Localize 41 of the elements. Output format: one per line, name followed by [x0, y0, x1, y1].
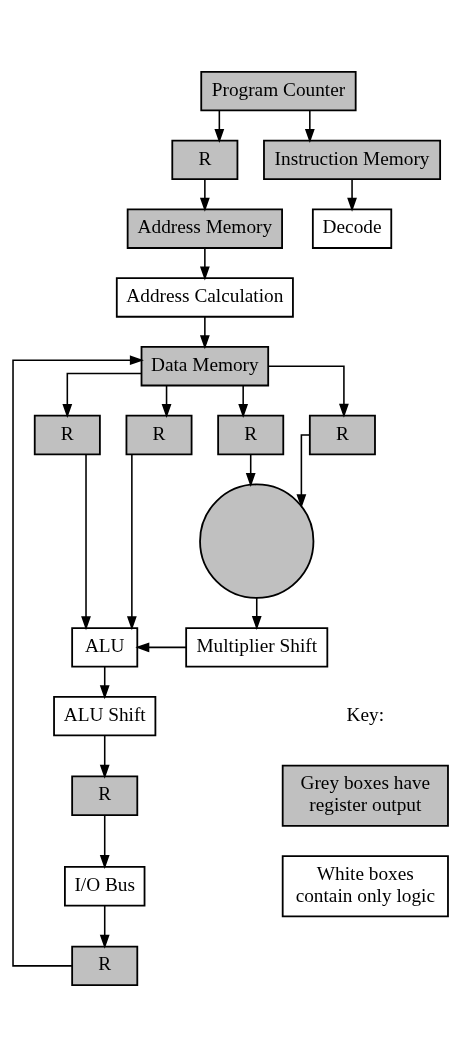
node-box: ALU: [71, 627, 139, 668]
arrow: [81, 453, 91, 631]
node-box: R: [217, 414, 285, 456]
arrow: [126, 453, 137, 631]
arrow: [347, 178, 357, 212]
arrow: [251, 597, 262, 630]
node-box: R: [71, 945, 139, 987]
arrow: [99, 666, 110, 700]
node-box: I/O Bus: [64, 866, 146, 907]
node-box: R: [125, 414, 193, 456]
node-box: ALU Shift: [53, 695, 157, 737]
node-box: Address Memory: [126, 208, 283, 249]
arrow: [245, 453, 256, 487]
label: Key:: [346, 703, 385, 725]
arrow: [296, 434, 311, 509]
node-box: R: [171, 139, 239, 181]
node-box: R: [308, 414, 376, 456]
legend-label: Grey boxes have register output: [300, 772, 431, 816]
arrow: [62, 372, 143, 418]
node-box: Multiplier Shift: [185, 627, 329, 668]
arrow: [199, 178, 210, 212]
node-box: Decode: [311, 208, 393, 249]
node-box: Address Calculation: [115, 277, 294, 318]
node-box: Program Counter: [200, 70, 357, 112]
legend-label: White boxes contain only logic: [295, 862, 435, 906]
node-box: Instruction Memory: [263, 139, 442, 181]
arrow: [135, 642, 187, 653]
arrow: [304, 109, 315, 143]
node-box: R: [71, 775, 139, 816]
node-box: Data Memory: [140, 346, 270, 387]
arrow: [238, 384, 249, 419]
arrow: [199, 247, 210, 281]
arrow: [214, 109, 225, 143]
node-box: R: [33, 414, 101, 456]
arrow: [267, 365, 349, 418]
arrow: [99, 735, 110, 779]
arrow: [99, 814, 110, 869]
arrow: [99, 905, 110, 949]
arrow: [199, 316, 210, 350]
arrow: [161, 384, 172, 419]
node-circle: [199, 483, 315, 599]
